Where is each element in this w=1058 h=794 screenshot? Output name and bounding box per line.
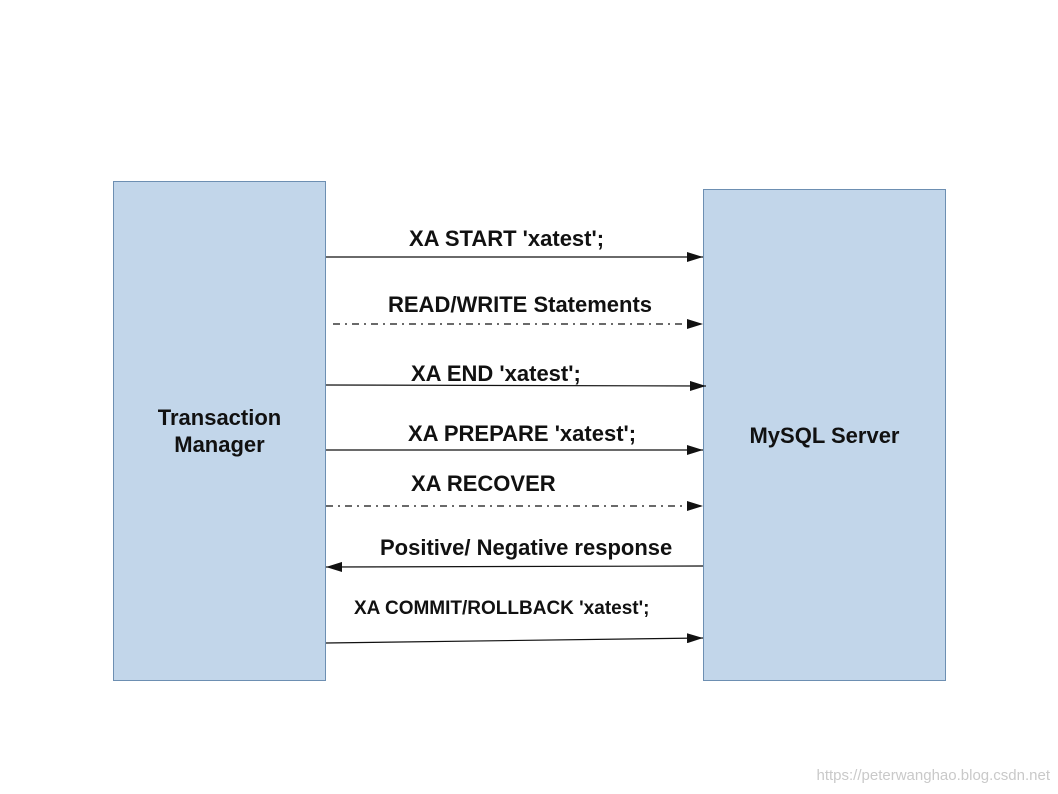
- arrow-xa-end: [325, 380, 707, 391]
- message-label-xa-end: XA END 'xatest';: [411, 361, 581, 386]
- message-label-xa-prepare: XA PREPARE 'xatest';: [408, 421, 637, 446]
- transaction-manager-box: Transaction Manager: [113, 181, 326, 681]
- watermark: https://peterwanghao.blog.csdn.net: [816, 767, 1051, 784]
- arrow-xa-commit: [325, 633, 704, 644]
- mysql-server-box: MySQL Server: [703, 189, 946, 681]
- message-label-response: Positive/ Negative response: [380, 535, 673, 560]
- arrow-response: [325, 561, 704, 572]
- message-label-xa-start: XA START 'xatest';: [409, 226, 605, 251]
- message-label-xa-commit: XA COMMIT/ROLLBACK 'xatest';: [354, 598, 650, 619]
- message-label-read-write: READ/WRITE Statements: [388, 292, 653, 317]
- transaction-manager-label: Transaction Manager: [157, 405, 282, 457]
- mysql-server-label: MySQL Server: [749, 422, 900, 448]
- message-label-xa-recover: XA RECOVER: [411, 471, 556, 496]
